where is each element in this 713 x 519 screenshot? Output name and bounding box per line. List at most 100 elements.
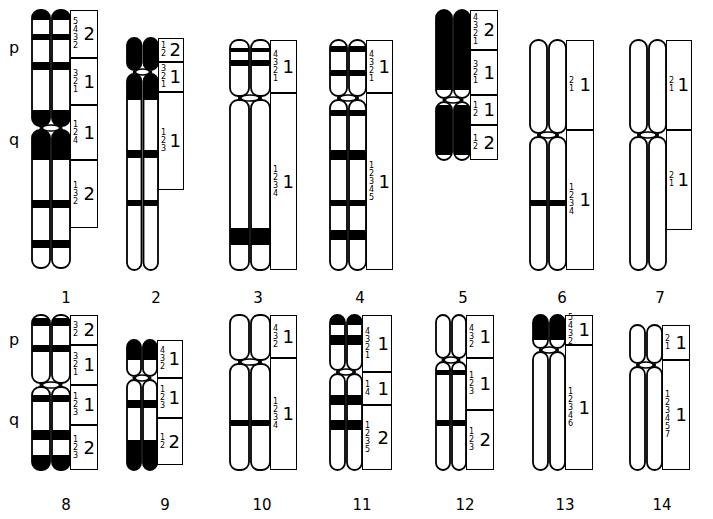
dark-band (453, 10, 471, 90)
region-number: 1 (378, 380, 389, 398)
chromatid (250, 40, 271, 270)
chromatid (229, 315, 250, 470)
region-number: 1 (580, 191, 591, 209)
band-region-box: 4 3 2 12 (470, 10, 498, 50)
centromere (136, 69, 150, 75)
chromatid (453, 10, 471, 160)
band-numbers: 1 2 3 4 6 (568, 388, 574, 428)
chromosome-number: 1 (61, 291, 71, 306)
arm-label: q (9, 132, 19, 148)
dark-band (51, 110, 71, 160)
band-numbers: 1 2 (473, 135, 479, 151)
band-numbers: 1 2 (161, 42, 167, 58)
region-number: 1 (169, 350, 180, 368)
band-region-box: 1 2 32 (70, 425, 98, 470)
dark-band (329, 230, 348, 240)
region-number: 2 (84, 439, 95, 457)
centromere (640, 132, 656, 138)
chromatid (649, 40, 666, 270)
dark-band (51, 345, 71, 352)
region-number: 2 (484, 21, 495, 39)
region-number: 1 (84, 73, 95, 91)
band-numbers: 1 2 4 (73, 121, 79, 145)
band-region-box: 1 2 31 (157, 378, 183, 418)
band-region-box: 1 2 31 (158, 92, 184, 190)
region-number: 1 (579, 399, 590, 417)
region-number: 1 (580, 76, 591, 94)
band-numbers: 1 3 2 (73, 182, 79, 206)
band-numbers: 1 2 3 5 (365, 422, 371, 454)
band-region-box: 1 2 2 (470, 125, 498, 160)
dark-band (51, 318, 71, 326)
dark-band (329, 150, 348, 160)
band-region-box: 1 21 (470, 95, 498, 125)
dark-band (31, 110, 51, 160)
dark-band (529, 200, 548, 206)
dark-band (126, 200, 143, 206)
band-numbers: 1 2 3 (73, 393, 79, 417)
band-numbers: 3 2 (73, 322, 79, 338)
dark-band (348, 150, 367, 160)
dark-band (229, 420, 250, 426)
centromere (542, 347, 556, 353)
dark-band (348, 70, 367, 76)
dark-band (348, 110, 367, 116)
band-region-box: 4 3 2 11 (270, 40, 297, 93)
chromatid (51, 10, 71, 268)
centromere (241, 359, 259, 365)
region-number: 1 (480, 375, 491, 393)
band-numbers: 1 2 3 4 (273, 166, 279, 198)
region-number: 2 (84, 185, 95, 203)
dark-band (435, 10, 453, 90)
dark-band (435, 370, 451, 375)
chromosome-number: 6 (557, 291, 567, 306)
region-number: 2 (484, 134, 495, 152)
band-numbers: 1 2 3 4 (273, 398, 279, 430)
dark-band (250, 60, 271, 66)
band-numbers: 4 3 2 1 (365, 328, 371, 360)
region-number: 1 (484, 64, 495, 82)
band-numbers: 4 3 2 (160, 347, 166, 371)
band-region-box: 1 2 41 (70, 105, 98, 160)
band-numbers: 1 2 (160, 434, 166, 450)
dark-band (346, 395, 363, 405)
region-number: 1 (379, 58, 390, 76)
band-region-box: 3 2 11 (470, 50, 498, 95)
region-number: 1 (676, 334, 687, 352)
band-numbers: 3 2 1 (73, 70, 79, 94)
centromere (42, 382, 59, 388)
chromatid (31, 10, 51, 268)
band-region-box: 1 2 3 4 51 (366, 93, 393, 270)
dark-band (31, 318, 51, 326)
band-numbers: 5 4 3 2 (73, 18, 79, 50)
dark-band (329, 70, 348, 76)
dark-band (31, 34, 51, 40)
dark-band (229, 60, 250, 66)
dark-band (329, 420, 346, 430)
region-number: 1 (283, 328, 294, 346)
band-numbers: 2 1 (665, 335, 671, 351)
chromatid (529, 40, 548, 270)
dark-band (451, 370, 467, 375)
region-number: 1 (678, 171, 689, 189)
band-region-box: 4 3 21 (466, 315, 494, 358)
centromere (540, 132, 556, 138)
dark-band (51, 34, 71, 40)
chromosome-number: 11 (352, 498, 371, 513)
chromosome-number: 10 (252, 498, 271, 513)
band-numbers: 4 3 2 (469, 325, 475, 349)
centromere (444, 357, 458, 363)
band-numbers: 1 4 (365, 381, 371, 397)
chromatid (435, 315, 451, 470)
chromosome-number: 9 (160, 498, 170, 513)
chromatid (647, 325, 662, 470)
dark-band (51, 240, 71, 248)
dark-band (329, 395, 346, 405)
chromatid (250, 315, 271, 470)
region-number: 1 (84, 396, 95, 414)
centromere (42, 125, 59, 131)
chromatid (435, 10, 453, 160)
band-region-box: 3 22 (70, 315, 98, 345)
dark-band (31, 395, 51, 402)
dark-band (250, 48, 271, 52)
